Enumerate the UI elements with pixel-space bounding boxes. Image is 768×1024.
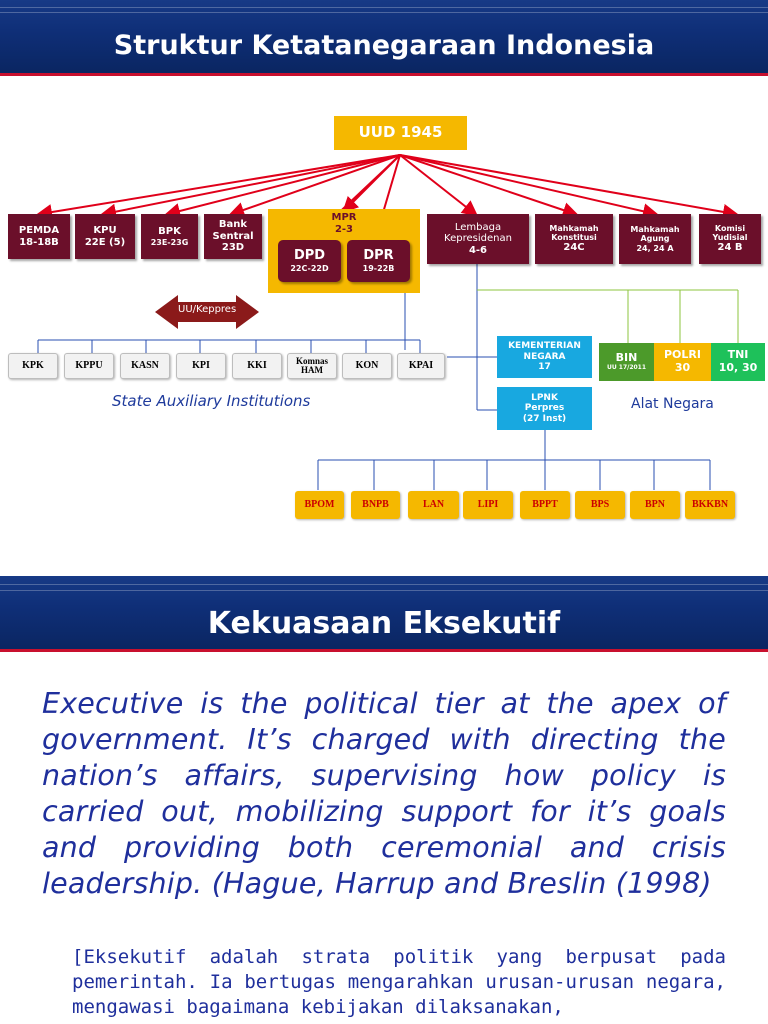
pemda-box: PEMDA 18-18B	[8, 214, 70, 259]
lpnk-sub: Perpres	[524, 403, 565, 414]
mpr-name: MPR	[331, 212, 357, 223]
aux-komnas-ham: Komnas HAM	[287, 353, 337, 379]
ma-ref: 24, 24 A	[636, 243, 674, 253]
pemda-name: PEMDA	[18, 225, 60, 236]
lpnk-ref: (27 Inst)	[522, 413, 567, 424]
kementerian-box: KEMENTERIAN NEGARA 17	[497, 336, 592, 378]
auxiliary-label: State Auxiliary Institutions	[112, 392, 311, 410]
bank-sentral-ref: 23D	[221, 242, 245, 254]
ky-box: Komisi Yudisial 24 B	[699, 214, 761, 264]
dpd-ref: 22C-22D	[290, 263, 329, 273]
lpnk-bnpb: BNPB	[351, 491, 400, 519]
title-banner-2: Kekuasaan Eksekutif	[0, 576, 768, 652]
lpnk-lipi: LIPI	[463, 491, 513, 519]
kementerian-ref: 17	[538, 362, 551, 373]
tni-box: TNI 10, 30	[711, 343, 765, 381]
mk-box: Mahkamah Konstitusi 24C	[535, 214, 613, 264]
kementerian-name: KEMENTERIAN NEGARA	[508, 341, 581, 362]
ma-name: Mahkamah Agung	[630, 225, 680, 244]
aux-kki: KKI	[232, 353, 282, 379]
aux-kpi: KPI	[176, 353, 226, 379]
lpnk-bps: BPS	[575, 491, 625, 519]
tni-name: TNI	[727, 348, 749, 362]
presidency-name: Lembaga Kepresidenan	[444, 221, 512, 245]
lpnk-bpom: BPOM	[295, 491, 344, 519]
slide-executive: Kekuasaan Eksekutif Executive is the pol…	[0, 576, 768, 1024]
bpk-box: BPK 23E-23G	[141, 214, 198, 259]
ky-ref: 24 B	[717, 242, 743, 254]
bank-sentral-box: Bank Sentral 23D	[204, 214, 262, 259]
slide2-title: Kekuasaan Eksekutif	[207, 606, 561, 641]
dpr-name: DPR	[363, 247, 394, 263]
lpnk-bpn: BPN	[630, 491, 680, 519]
bpk-ref: 23E-23G	[150, 237, 189, 247]
polri-box: POLRI 30	[654, 343, 711, 381]
title-banner: Struktur Ketatanegaraan Indonesia	[0, 0, 768, 76]
bin-name: BIN	[615, 351, 638, 365]
alat-negara-label: Alat Negara	[631, 396, 714, 412]
aux-kon: KON	[342, 353, 392, 379]
executive-quote: Executive is the political tier at the a…	[42, 687, 726, 900]
kpu-ref: 22E (5)	[84, 236, 126, 248]
polri-name: POLRI	[664, 348, 701, 362]
aux-kasn: KASN	[120, 353, 170, 379]
presidency-box: Lembaga Kepresidenan 4-6	[427, 214, 529, 264]
mk-ref: 24C	[563, 242, 585, 254]
lpnk-lan: LAN	[408, 491, 459, 519]
polri-ref: 30	[674, 361, 691, 374]
dpd-box: DPD 22C-22D	[278, 240, 341, 282]
dpr-box: DPR 19-22B	[347, 240, 410, 282]
bpk-name: BPK	[158, 226, 181, 238]
bin-box: BIN UU 17/2011	[599, 343, 654, 381]
double-arrow-icon	[155, 295, 259, 329]
lpnk-bppt: BPPT	[520, 491, 570, 519]
bank-sentral-name: Bank Sentral	[212, 219, 254, 242]
dpr-ref: 19-22B	[362, 263, 395, 273]
lpnk-bkkbn: BKKBN	[685, 491, 735, 519]
lpnk-box: LPNK Perpres (27 Inst)	[497, 387, 592, 430]
arrow-label: UU/Keppres	[178, 304, 237, 315]
slide-structure: Struktur Ketatanegaraan Indonesia	[0, 0, 768, 519]
tni-ref: 10, 30	[718, 361, 758, 374]
ma-box: Mahkamah Agung 24, 24 A	[619, 214, 691, 264]
ky-name: Komisi Yudisial	[712, 224, 748, 243]
dpd-name: DPD	[293, 247, 326, 263]
slide-gap	[0, 565, 768, 576]
uud-box: UUD 1945	[334, 116, 467, 150]
mk-name: Mahkamah Konstitusi	[549, 224, 599, 243]
mpr-ref: 2-3	[334, 223, 354, 235]
lpnk-name: LPNK	[531, 392, 558, 403]
slide-title: Struktur Ketatanegaraan Indonesia	[113, 30, 655, 61]
translation-text: [Eksekutif adalah strata politik yang be…	[72, 946, 726, 1018]
pemda-ref: 18-18B	[19, 236, 59, 248]
presidency-ref: 4-6	[468, 244, 488, 256]
aux-kpk: KPK	[8, 353, 58, 379]
bin-ref: UU 17/2011	[606, 363, 647, 371]
kpu-name: KPU	[93, 225, 117, 236]
aux-kpai: KPAI	[397, 353, 445, 379]
aux-kppu: KPPU	[64, 353, 114, 379]
kpu-box: KPU 22E (5)	[75, 214, 135, 259]
